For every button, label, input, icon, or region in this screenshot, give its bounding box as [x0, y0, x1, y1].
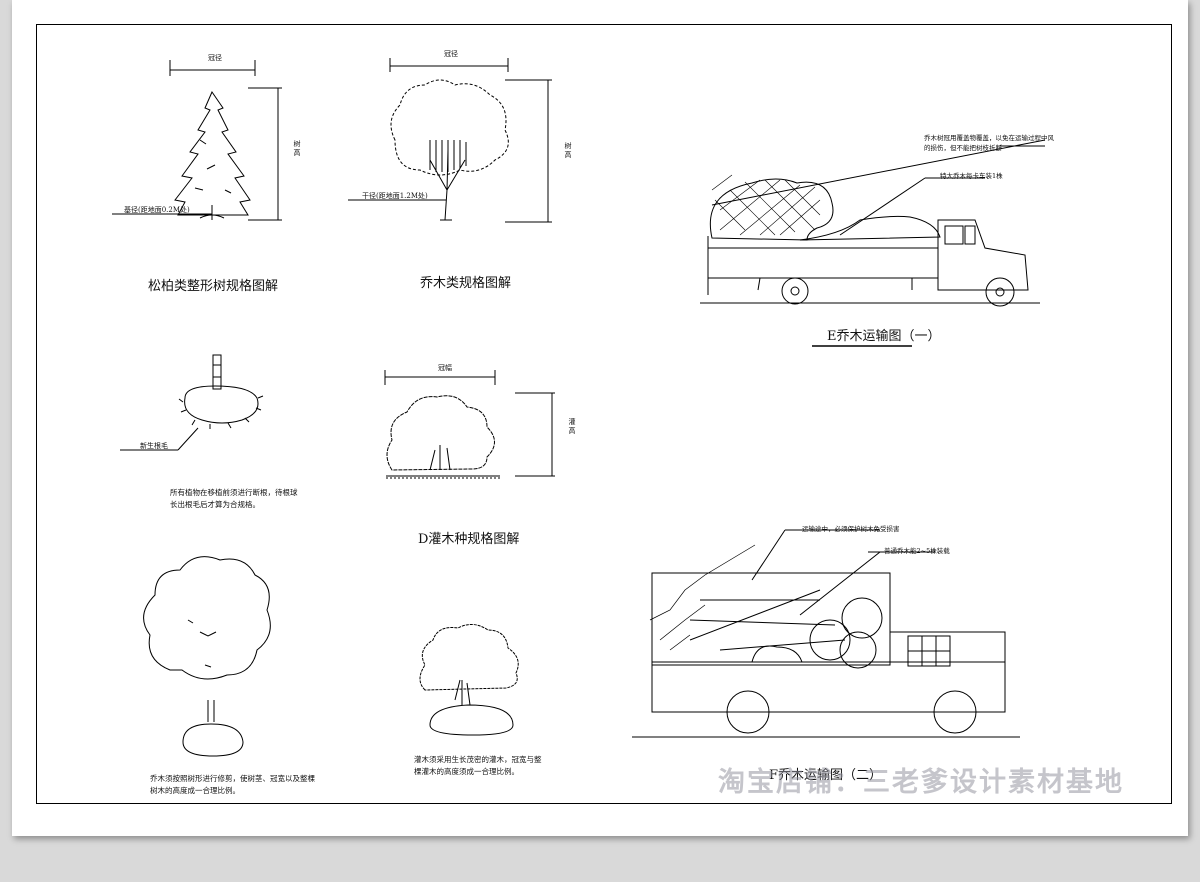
shrub-spec-drawing	[384, 370, 555, 479]
shrub-height-label: 灌高	[568, 418, 576, 436]
crown-width-label: 冠径	[208, 54, 222, 62]
truck1-count-note: 特大乔木每卡车装1株	[940, 172, 1003, 180]
truck2-protect-note: 运输途中，必须保护树木免受损害	[802, 525, 900, 533]
truck2-count-note: 普通乔木能2~5株装载	[884, 547, 950, 555]
root-pruning-note: 所有植物在移植前须进行断根，待根球长出根毛后才算为合规格。	[170, 488, 298, 509]
truck1-cover-note: 乔木树冠用覆盖物覆盖，以免在运输过程中风的损伤，但不能把树枝折断	[924, 134, 1054, 152]
round-tree-drawing	[143, 556, 271, 757]
drawing-sheet: 冠径 树高 基径(距地面0.2M处) 松柏类整形树规格图解 冠径 树高 干径(距…	[12, 0, 1188, 836]
crown-width-label-2: 冠径	[444, 50, 458, 58]
tree-height-label-2: 树高	[564, 142, 572, 160]
trunk-diameter-label: 干径(距地面1.2M处)	[362, 192, 428, 200]
rootball-drawing	[120, 354, 264, 451]
tree-height-label: 树高	[293, 140, 301, 158]
conifer-title: 松柏类整形树规格图解	[148, 279, 279, 294]
truck-two-drawing	[632, 529, 1020, 738]
base-diameter-label: 基径(距地面0.2M处)	[124, 206, 190, 214]
transport-two-title: F乔木运输图（二）	[769, 768, 883, 783]
tree-pruning-note: 乔木须按照树形进行修剪，使树茎、冠宽以及整棵树木的高度成一合理比例。	[150, 774, 315, 795]
shrub-width-label: 冠幅	[438, 364, 452, 372]
shrub-selection-note: 灌木须采用生长茂密的灌木，冠宽与整棵灌木的高度须成一合理比例。	[414, 755, 542, 776]
shrub-title: D灌木种规格图解	[418, 532, 520, 547]
tree-title: 乔木类规格图解	[420, 276, 512, 291]
deciduous-tree-drawing	[348, 58, 552, 223]
drawing-frame	[36, 24, 1172, 804]
cad-linework	[112, 58, 1046, 757]
watermark: 淘宝店铺：三老爹设计素材基地	[718, 767, 1124, 798]
transport-one-title: E乔木运输图（一）	[827, 329, 941, 344]
new-root-hair-label: 新生根毛	[140, 442, 168, 450]
truck-one-drawing	[700, 139, 1046, 347]
conifer-tree-drawing	[112, 60, 282, 221]
small-shrub-drawing	[419, 624, 519, 736]
